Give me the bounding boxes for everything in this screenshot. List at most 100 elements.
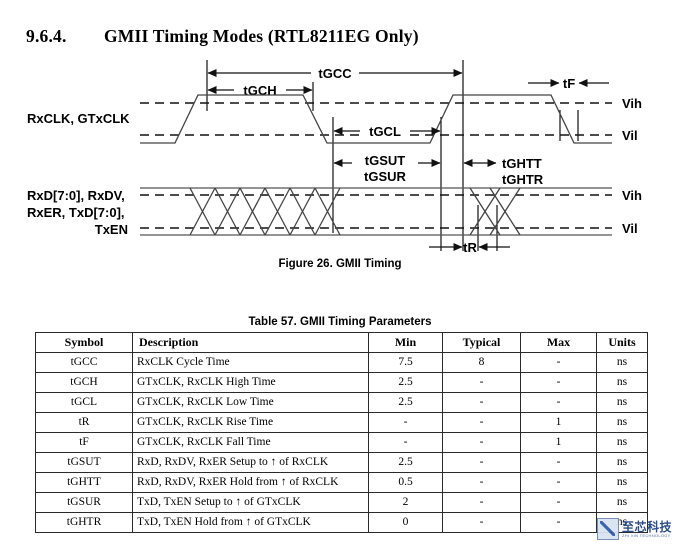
- marker-tghtt-tghtr: tGHTT tGHTR: [463, 156, 544, 187]
- cell-description: GTxCLK, RxCLK Rise Time: [132, 412, 369, 433]
- cell-symbol: tGCL: [35, 392, 133, 413]
- cell-max: -: [520, 472, 597, 493]
- table-row: tGHTR TxD, TxEN Hold from ↑ of GTxCLK 0 …: [35, 512, 648, 533]
- col-header-max: Max: [520, 332, 597, 353]
- cell-units: ns: [596, 392, 648, 413]
- col-header-min: Min: [368, 332, 443, 353]
- clock-threshold-lines: [140, 102, 612, 136]
- watermark-name-en: ZHI XIN TECHNOLOGY: [621, 532, 671, 538]
- cell-symbol: tF: [35, 432, 133, 453]
- cell-typical: -: [442, 472, 521, 493]
- cell-min: 2: [368, 492, 443, 513]
- table-row: tGSUT RxD, RxDV, RxER Setup to ↑ of RxCL…: [35, 452, 648, 473]
- cell-symbol: tGHTT: [35, 472, 133, 493]
- cell-min: 2.5: [368, 392, 443, 413]
- cell-typical: -: [442, 452, 521, 473]
- timing-diagram-svg: tGCC tGCH tF Vih Vil RxCLK, GTxCLK: [27, 60, 642, 255]
- logo-mark-icon: [596, 518, 619, 540]
- timing-diagram: tGCC tGCH tF Vih Vil RxCLK, GTxCLK: [0, 55, 680, 285]
- cell-symbol: tGCC: [35, 352, 133, 373]
- cell-typical: -: [442, 512, 521, 533]
- cell-min: 2.5: [368, 372, 443, 393]
- label-tgsut: tGSUT: [365, 153, 406, 168]
- cell-symbol: tGCH: [35, 372, 133, 393]
- watermark-logo: 至芯科技 ZHI XIN TECHNOLOGY: [596, 518, 672, 540]
- cell-typical: -: [442, 492, 521, 513]
- label-tgch: tGCH: [243, 83, 276, 98]
- data-signal-label-line1: RxD[7:0], RxDV,: [27, 188, 125, 203]
- figure-caption: Figure 26. GMII Timing: [278, 258, 402, 270]
- cell-max: -: [520, 452, 597, 473]
- cell-max: -: [520, 352, 597, 373]
- table-row: tGCH GTxCLK, RxCLK High Time 2.5 - - ns: [35, 372, 648, 393]
- clock-signal-label: RxCLK, GTxCLK: [27, 111, 130, 126]
- cell-typical: 8: [442, 352, 521, 373]
- table-row: tGHTT RxD, RxDV, RxER Hold from ↑ of RxC…: [35, 472, 648, 493]
- cell-description: GTxCLK, RxCLK Fall Time: [132, 432, 369, 453]
- cell-min: 0: [368, 512, 443, 533]
- cell-units: ns: [596, 352, 648, 373]
- cell-typical: -: [442, 432, 521, 453]
- page-title: 9.6.4. GMII Timing Modes (RTL8211EG Only): [26, 26, 646, 47]
- marker-tgch: tGCH: [207, 81, 313, 99]
- data-signal-label-line3: TxEN: [95, 222, 128, 237]
- clock-vil-label: Vil: [622, 128, 638, 143]
- marker-tgcc: tGCC: [207, 64, 463, 82]
- table-row: tF GTxCLK, RxCLK Fall Time - - 1 ns: [35, 432, 648, 453]
- marker-tf: tF: [528, 76, 609, 91]
- cell-description: RxD, RxDV, RxER Hold from ↑ of RxCLK: [132, 472, 369, 493]
- section-title-text: GMII Timing Modes (RTL8211EG Only): [104, 26, 419, 46]
- cell-symbol: tGSUR: [35, 492, 133, 513]
- cell-description: RxCLK Cycle Time: [132, 352, 369, 373]
- cell-units: ns: [596, 432, 648, 453]
- label-tghtt: tGHTT: [502, 156, 542, 171]
- table-row: tR GTxCLK, RxCLK Rise Time - - 1 ns: [35, 412, 648, 433]
- watermark-name-cn: 至芯科技: [621, 519, 672, 534]
- label-tgcl: tGCL: [369, 124, 401, 139]
- cell-typical: -: [442, 412, 521, 433]
- cell-max: -: [520, 372, 597, 393]
- data-bus-waveform: [140, 187, 612, 236]
- cell-typical: -: [442, 392, 521, 413]
- cell-description: TxD, TxEN Setup to ↑ of GTxCLK: [132, 492, 369, 513]
- cell-min: 2.5: [368, 452, 443, 473]
- label-tgcc: tGCC: [318, 66, 352, 81]
- cell-min: 7.5: [368, 352, 443, 373]
- label-tghtr: tGHTR: [502, 172, 544, 187]
- label-tr: tR: [463, 240, 477, 255]
- table-row: tGSUR TxD, TxEN Setup to ↑ of GTxCLK 2 -…: [35, 492, 648, 513]
- data-signal-label-line2: RxER, TxD[7:0],: [27, 205, 125, 220]
- section-number: 9.6.4.: [26, 26, 67, 46]
- cell-description: GTxCLK, RxCLK High Time: [132, 372, 369, 393]
- table-row: tGCC RxCLK Cycle Time 7.5 8 - ns: [35, 352, 648, 373]
- clock-vih-label: Vih: [622, 96, 642, 111]
- cell-min: -: [368, 412, 443, 433]
- cell-units: ns: [596, 412, 648, 433]
- cell-max: -: [520, 512, 597, 533]
- col-header-description: Description: [132, 332, 369, 353]
- col-header-typical: Typical: [442, 332, 521, 353]
- col-header-symbol: Symbol: [35, 332, 133, 353]
- table-caption: Table 57. GMII Timing Parameters: [248, 316, 432, 328]
- data-vih-label: Vih: [622, 188, 642, 203]
- cell-units: ns: [596, 472, 648, 493]
- cell-max: 1: [520, 412, 597, 433]
- cell-description: TxD, TxEN Hold from ↑ of GTxCLK: [132, 512, 369, 533]
- clock-waveform: [140, 94, 612, 144]
- marker-tgcl: tGCL: [333, 122, 441, 140]
- cell-min: 0.5: [368, 472, 443, 493]
- table-header-row: Symbol Description Min Typical Max Units: [35, 332, 648, 353]
- cell-typical: -: [442, 372, 521, 393]
- cell-units: ns: [596, 492, 648, 513]
- cell-max: 1: [520, 432, 597, 453]
- label-tgsur: tGSUR: [364, 169, 407, 184]
- cell-symbol: tR: [35, 412, 133, 433]
- cell-units: ns: [596, 372, 648, 393]
- timing-parameters-table: Symbol Description Min Typical Max Units…: [35, 332, 648, 533]
- cell-symbol: tGSUT: [35, 452, 133, 473]
- watermark-text: 至芯科技 ZHI XIN TECHNOLOGY: [622, 521, 672, 538]
- cell-max: -: [520, 392, 597, 413]
- cell-description: RxD, RxDV, RxER Setup to ↑ of RxCLK: [132, 452, 369, 473]
- cell-max: -: [520, 492, 597, 513]
- table-row: tGCL GTxCLK, RxCLK Low Time 2.5 - - ns: [35, 392, 648, 413]
